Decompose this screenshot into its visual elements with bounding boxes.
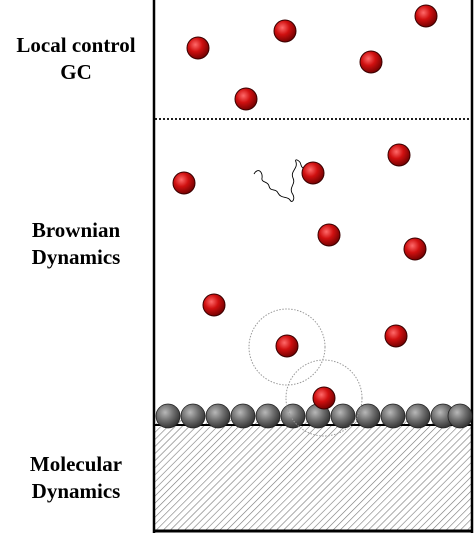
wall-atom <box>230 403 256 429</box>
label-molecular-line2: Dynamics <box>31 479 121 503</box>
particle <box>172 171 196 195</box>
label-brownian-line2: Dynamics <box>31 245 121 269</box>
wall-atom <box>205 403 231 429</box>
polymer-chain <box>253 159 312 202</box>
particle <box>317 223 341 247</box>
particle <box>403 237 427 261</box>
wall-atom <box>380 403 406 429</box>
label-molecular-dynamics: Molecular Dynamics <box>0 451 152 505</box>
wall-atom <box>180 403 206 429</box>
particle <box>387 143 411 167</box>
wall-atom <box>330 403 356 429</box>
wall-atom <box>447 403 473 429</box>
particle <box>301 161 325 185</box>
particle <box>273 19 297 43</box>
particle <box>275 334 299 358</box>
molecular-region-hatch <box>154 420 472 532</box>
particle <box>359 50 383 74</box>
label-brownian-dynamics: Brownian Dynamics <box>0 217 152 271</box>
label-local-control-gc: Local control GC <box>0 32 152 86</box>
wall-atom <box>280 403 306 429</box>
particle <box>384 324 408 348</box>
label-brownian-line1: Brownian <box>31 218 121 242</box>
particle <box>186 36 210 60</box>
particle <box>312 386 336 410</box>
wall-atoms <box>155 403 473 429</box>
wall-atom <box>355 403 381 429</box>
particles <box>172 4 438 410</box>
influence-circle <box>285 359 363 437</box>
wall-atom <box>255 403 281 429</box>
label-molecular-line1: Molecular <box>29 452 123 476</box>
particle <box>414 4 438 28</box>
wall-atom <box>405 403 431 429</box>
label-local-control-line1: Local control <box>16 33 136 57</box>
particle <box>234 87 258 111</box>
wall-atom <box>155 403 181 429</box>
particle <box>202 293 226 317</box>
influence-circle <box>248 308 326 386</box>
label-local-control-line2: GC <box>60 60 92 84</box>
